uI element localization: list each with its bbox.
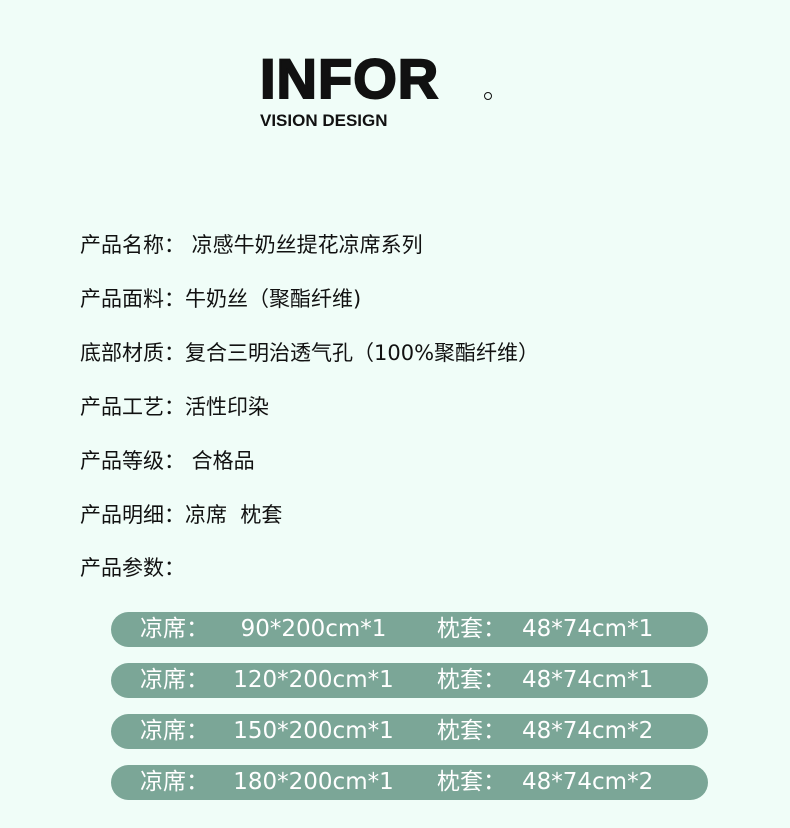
pillow-label: 枕套： — [437, 667, 506, 693]
brand-logo: INFOR VISION DESIGN — [259, 0, 500, 130]
param-row: 凉席： 120*200cm*1 枕套： 48*74cm*1 — [111, 663, 708, 698]
spec-params-heading: 产品参数： — [80, 556, 185, 580]
mat-label: 凉席： — [140, 667, 209, 693]
pillow-label: 枕套： — [437, 769, 506, 795]
mat-label: 凉席： — [140, 718, 209, 744]
pillow-label: 枕套： — [437, 616, 506, 642]
spec-fabric: 产品面料：牛奶丝（聚酯纤维) — [80, 287, 362, 311]
mat-size: 120*200cm*1 — [233, 667, 394, 693]
pillow-size: 48*74cm*1 — [522, 667, 654, 693]
spec-craft: 产品工艺：活性印染 — [80, 395, 269, 419]
spec-grade: 产品等级： 合格品 — [80, 449, 255, 473]
mat-label: 凉席： — [140, 769, 209, 795]
pillow-size: 48*74cm*1 — [522, 616, 654, 642]
spec-contents: 产品明细：凉席 枕套 — [80, 503, 283, 527]
pillow-label: 枕套： — [437, 718, 506, 744]
logo-wordmark: INFOR — [259, 46, 440, 111]
mat-size: 150*200cm*1 — [233, 718, 394, 744]
param-row: 凉席： 150*200cm*1 枕套： 48*74cm*2 — [111, 714, 708, 749]
pillow-size: 48*74cm*2 — [522, 718, 654, 744]
spec-product-name: 产品名称： 凉感牛奶丝提花凉席系列 — [80, 233, 423, 257]
logo-tagline: VISION DESIGN — [260, 111, 388, 130]
param-row: 凉席： 90*200cm*1 枕套： 48*74cm*1 — [111, 612, 708, 647]
mat-size: 90*200cm*1 — [240, 616, 387, 642]
param-row: 凉席： 180*200cm*1 枕套： 48*74cm*2 — [111, 765, 708, 800]
mat-size: 180*200cm*1 — [233, 769, 394, 795]
spec-bottom-material: 底部材质：复合三明治透气孔（100%聚酯纤维） — [80, 341, 540, 365]
mat-label: 凉席： — [140, 616, 209, 642]
logo-registered-dot — [484, 92, 492, 100]
pillow-size: 48*74cm*2 — [522, 769, 654, 795]
